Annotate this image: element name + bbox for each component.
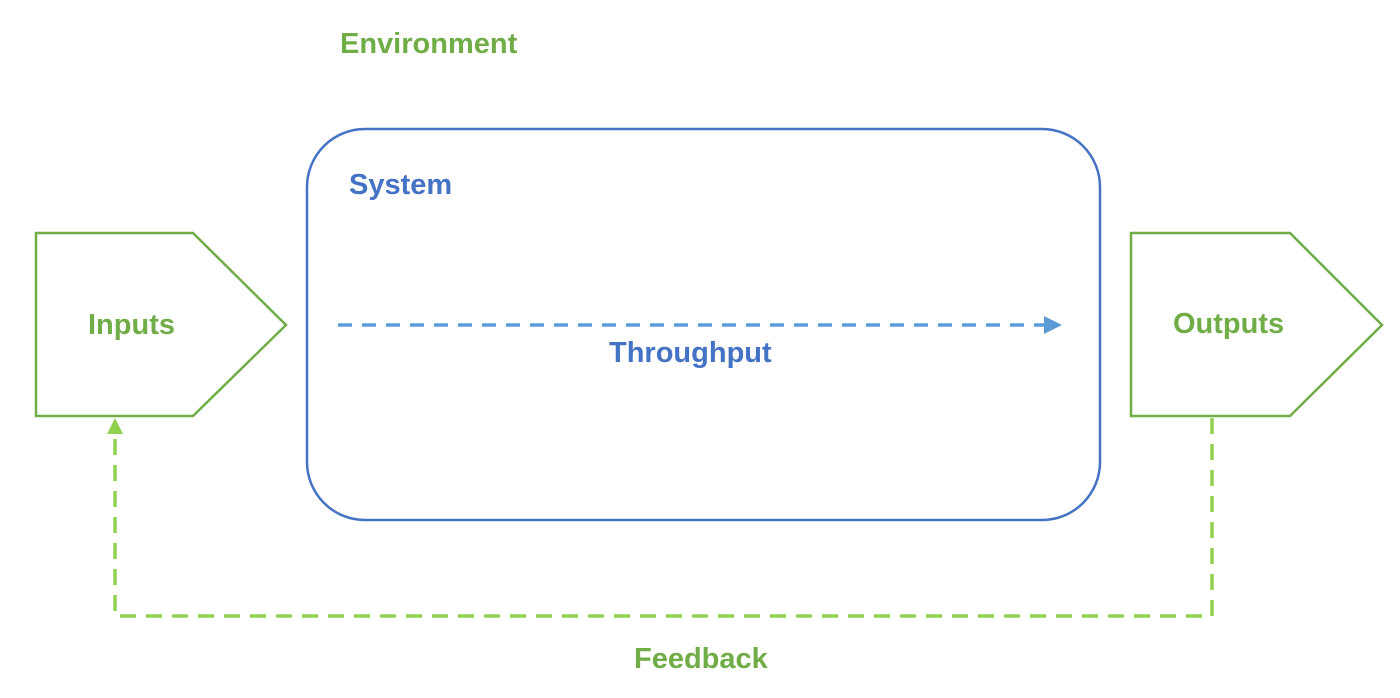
- system-label: System: [349, 169, 453, 201]
- outputs-label: Outputs: [1173, 308, 1285, 340]
- system-box: [305, 127, 1102, 522]
- inputs-shape: [34, 231, 288, 418]
- throughput-label: Throughput: [609, 337, 772, 369]
- throughput-arrowhead: [1044, 316, 1062, 334]
- environment-label: Environment: [340, 28, 518, 60]
- feedback-label: Feedback: [634, 643, 768, 675]
- feedback-arrowhead: [107, 418, 123, 434]
- outputs-shape: [1129, 231, 1384, 418]
- feedback-loop: [113, 418, 1214, 618]
- inputs-label: Inputs: [88, 309, 175, 341]
